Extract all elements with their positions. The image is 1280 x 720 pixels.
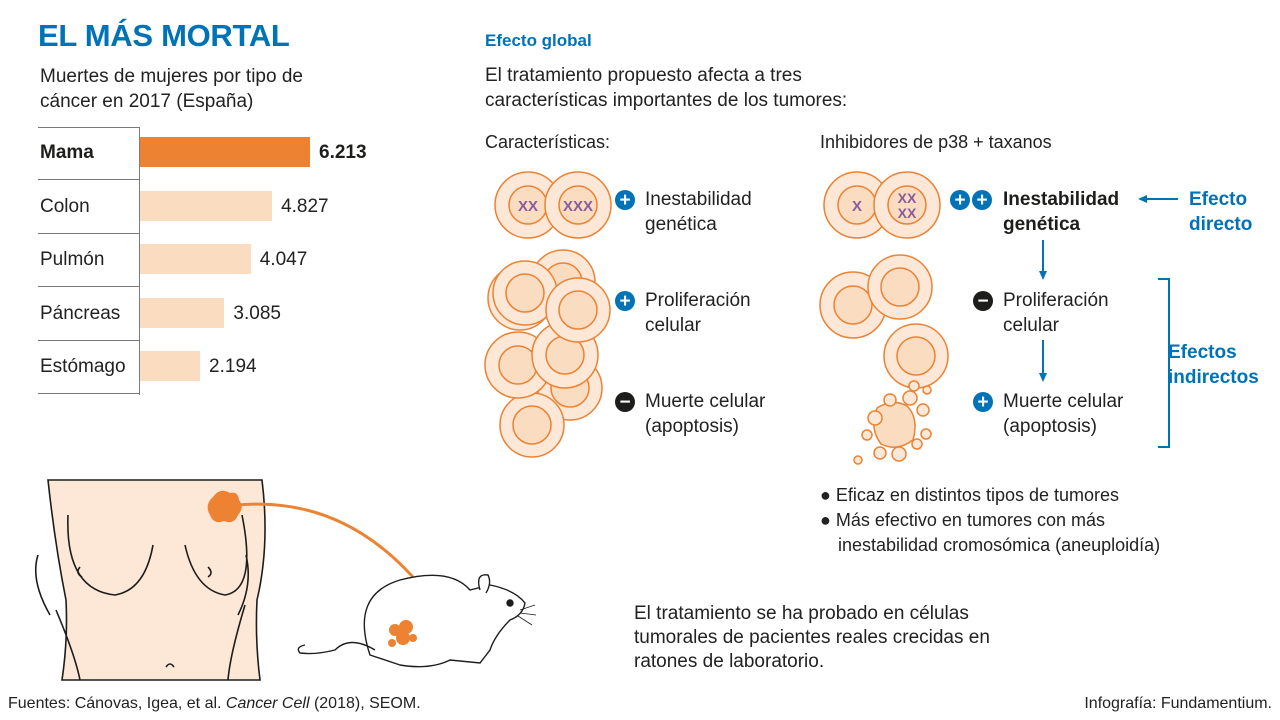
- sources: Fuentes: Cánovas, Igea, et al. Cancer Ce…: [8, 695, 421, 712]
- tumor-blob-icon: [207, 490, 242, 523]
- bar-row: Páncreas 3.085: [38, 288, 378, 341]
- chart-axis: [139, 127, 140, 395]
- minus-icon: −: [973, 291, 993, 311]
- row-divider: [38, 286, 140, 287]
- row-divider: [38, 232, 140, 234]
- treated-cells-illustration: X XX XX: [819, 171, 949, 465]
- category-label: Estómago: [40, 356, 126, 377]
- section-intro: El tratamiento propuesto afecta a tres c…: [485, 65, 848, 111]
- section-title: Efecto global: [485, 31, 592, 50]
- transfer-arrow: [237, 502, 430, 596]
- indirect-effects-label: Efectos indirectos: [1168, 342, 1259, 388]
- characteristics-heading: Características:: [485, 132, 611, 152]
- feature-genetic-instability: + Inestabilidad genética: [615, 187, 752, 237]
- feature-cell-proliferation: + Proliferación celular: [615, 288, 751, 338]
- treatment-heading: Inhibidores de p38 + taxanos: [820, 132, 1052, 152]
- row-divider: [38, 127, 140, 128]
- plus-icon: +: [615, 291, 635, 311]
- treated-cell-death: + Muerte celular (apoptosis): [973, 389, 1123, 439]
- bullet-item: ● Más efectivo en tumores con más: [820, 510, 1105, 530]
- female-torso-illustration: [34, 479, 266, 681]
- bullet-item-continued: inestabilidad cromosómica (aneuploidía): [838, 535, 1161, 555]
- tumor-cells-illustration: XX XXX: [484, 171, 612, 458]
- chromosomes-xxx: XXX: [563, 198, 593, 215]
- feature-cell-death: − Muerte celular (apoptosis): [615, 389, 765, 439]
- plus-icon: +: [972, 190, 992, 210]
- effect-arrows: [1039, 195, 1178, 448]
- row-divider: [38, 179, 140, 180]
- chromosomes-x: X: [852, 198, 862, 215]
- mouse-tumor-icon: [388, 620, 417, 647]
- value-label: 2.194: [209, 356, 257, 377]
- value-label: 6.213: [319, 142, 367, 163]
- page-title: EL MÁS MORTAL: [38, 18, 290, 53]
- study-note: El tratamiento se ha probado en células …: [634, 603, 990, 672]
- bar-row: Colon 4.827: [38, 181, 378, 234]
- minus-icon: −: [615, 392, 635, 412]
- chromosomes-xx-bottom: XX: [898, 205, 917, 221]
- bar-row: Pulmón 4.047: [38, 234, 378, 287]
- indirect-effects-bracket: [1158, 278, 1170, 448]
- treated-genetic-instability: + + Inestabilidad genética: [950, 187, 1119, 237]
- chromosomes-xx: XX: [518, 198, 538, 215]
- arrow-down-icon: [1039, 271, 1047, 280]
- bar: [140, 351, 201, 381]
- category-label: Mama: [40, 142, 94, 163]
- patient-to-mouse-illustration: [34, 479, 537, 681]
- plus-icon: +: [950, 190, 970, 210]
- category-label: Páncreas: [40, 302, 121, 324]
- value-label: 4.047: [259, 249, 308, 270]
- row-divider: [38, 339, 140, 341]
- arrow-left-icon: [1138, 195, 1147, 203]
- bar-row: Estómago 2.194: [38, 341, 378, 394]
- plus-icon: +: [615, 190, 635, 210]
- credit: Infografía: Fundamentium.: [1084, 695, 1272, 712]
- direct-effect-label: Efecto directo: [1189, 189, 1253, 235]
- bar: [140, 297, 225, 328]
- cell-nucleus: [887, 185, 927, 225]
- apoptotic-cell: [853, 380, 932, 465]
- plus-icon: +: [973, 392, 993, 412]
- category-label: Colon: [40, 195, 90, 217]
- category-label: Pulmón: [40, 249, 105, 270]
- bullet-item: ● Eficaz en distintos tipos de tumores: [820, 485, 1120, 505]
- row-divider: [38, 393, 140, 394]
- chart-subtitle: Muertes de mujeres por tipo de cáncer en…: [40, 66, 303, 112]
- value-label: 3.085: [233, 302, 281, 324]
- arrow-down-icon: [1039, 373, 1047, 382]
- bar: [140, 137, 310, 167]
- cell-nucleus: [558, 185, 598, 225]
- bar: [140, 190, 273, 221]
- chromosomes-xx-top: XX: [898, 190, 917, 206]
- mouse-illustration: [297, 574, 537, 668]
- findings-list: ● Eficaz en distintos tipos de tumores ●…: [820, 483, 1160, 558]
- bar-row: Mama 6.213: [38, 127, 378, 180]
- treated-cell-proliferation: − Proliferación celular: [973, 288, 1109, 338]
- bar: [140, 244, 251, 274]
- value-label: 4.827: [281, 195, 329, 217]
